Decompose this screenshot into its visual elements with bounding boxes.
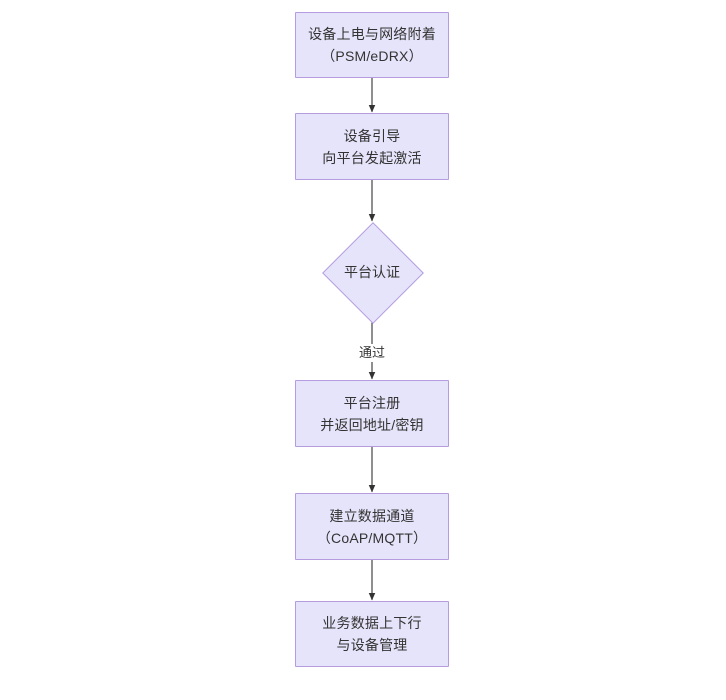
node-platform-auth[interactable]: 平台认证: [322, 222, 424, 324]
node-bootstrap-label: 设备引导 向平台发起激活: [322, 127, 422, 166]
node-service-data-label: 业务数据上下行 与设备管理: [322, 615, 422, 653]
node-bootstrap[interactable]: 设备引导 向平台发起激活: [295, 113, 449, 180]
node-service-data[interactable]: 业务数据上下行 与设备管理: [295, 601, 449, 667]
node-data-channel[interactable]: 建立数据通道 （CoAP/MQTT）: [295, 493, 449, 560]
edge-label-pass: 通过: [355, 344, 389, 362]
node-platform-auth-label: 平台认证: [344, 264, 400, 280]
node-platform-register-label: 平台注册 并返回地址/密钥: [320, 394, 424, 433]
node-platform-register[interactable]: 平台注册 并返回地址/密钥: [295, 380, 449, 447]
node-power-on-label: 设备上电与网络附着 （PSM/eDRX）: [308, 26, 436, 64]
node-power-on[interactable]: 设备上电与网络附着 （PSM/eDRX）: [295, 12, 449, 78]
node-data-channel-label: 建立数据通道 （CoAP/MQTT）: [316, 507, 428, 546]
